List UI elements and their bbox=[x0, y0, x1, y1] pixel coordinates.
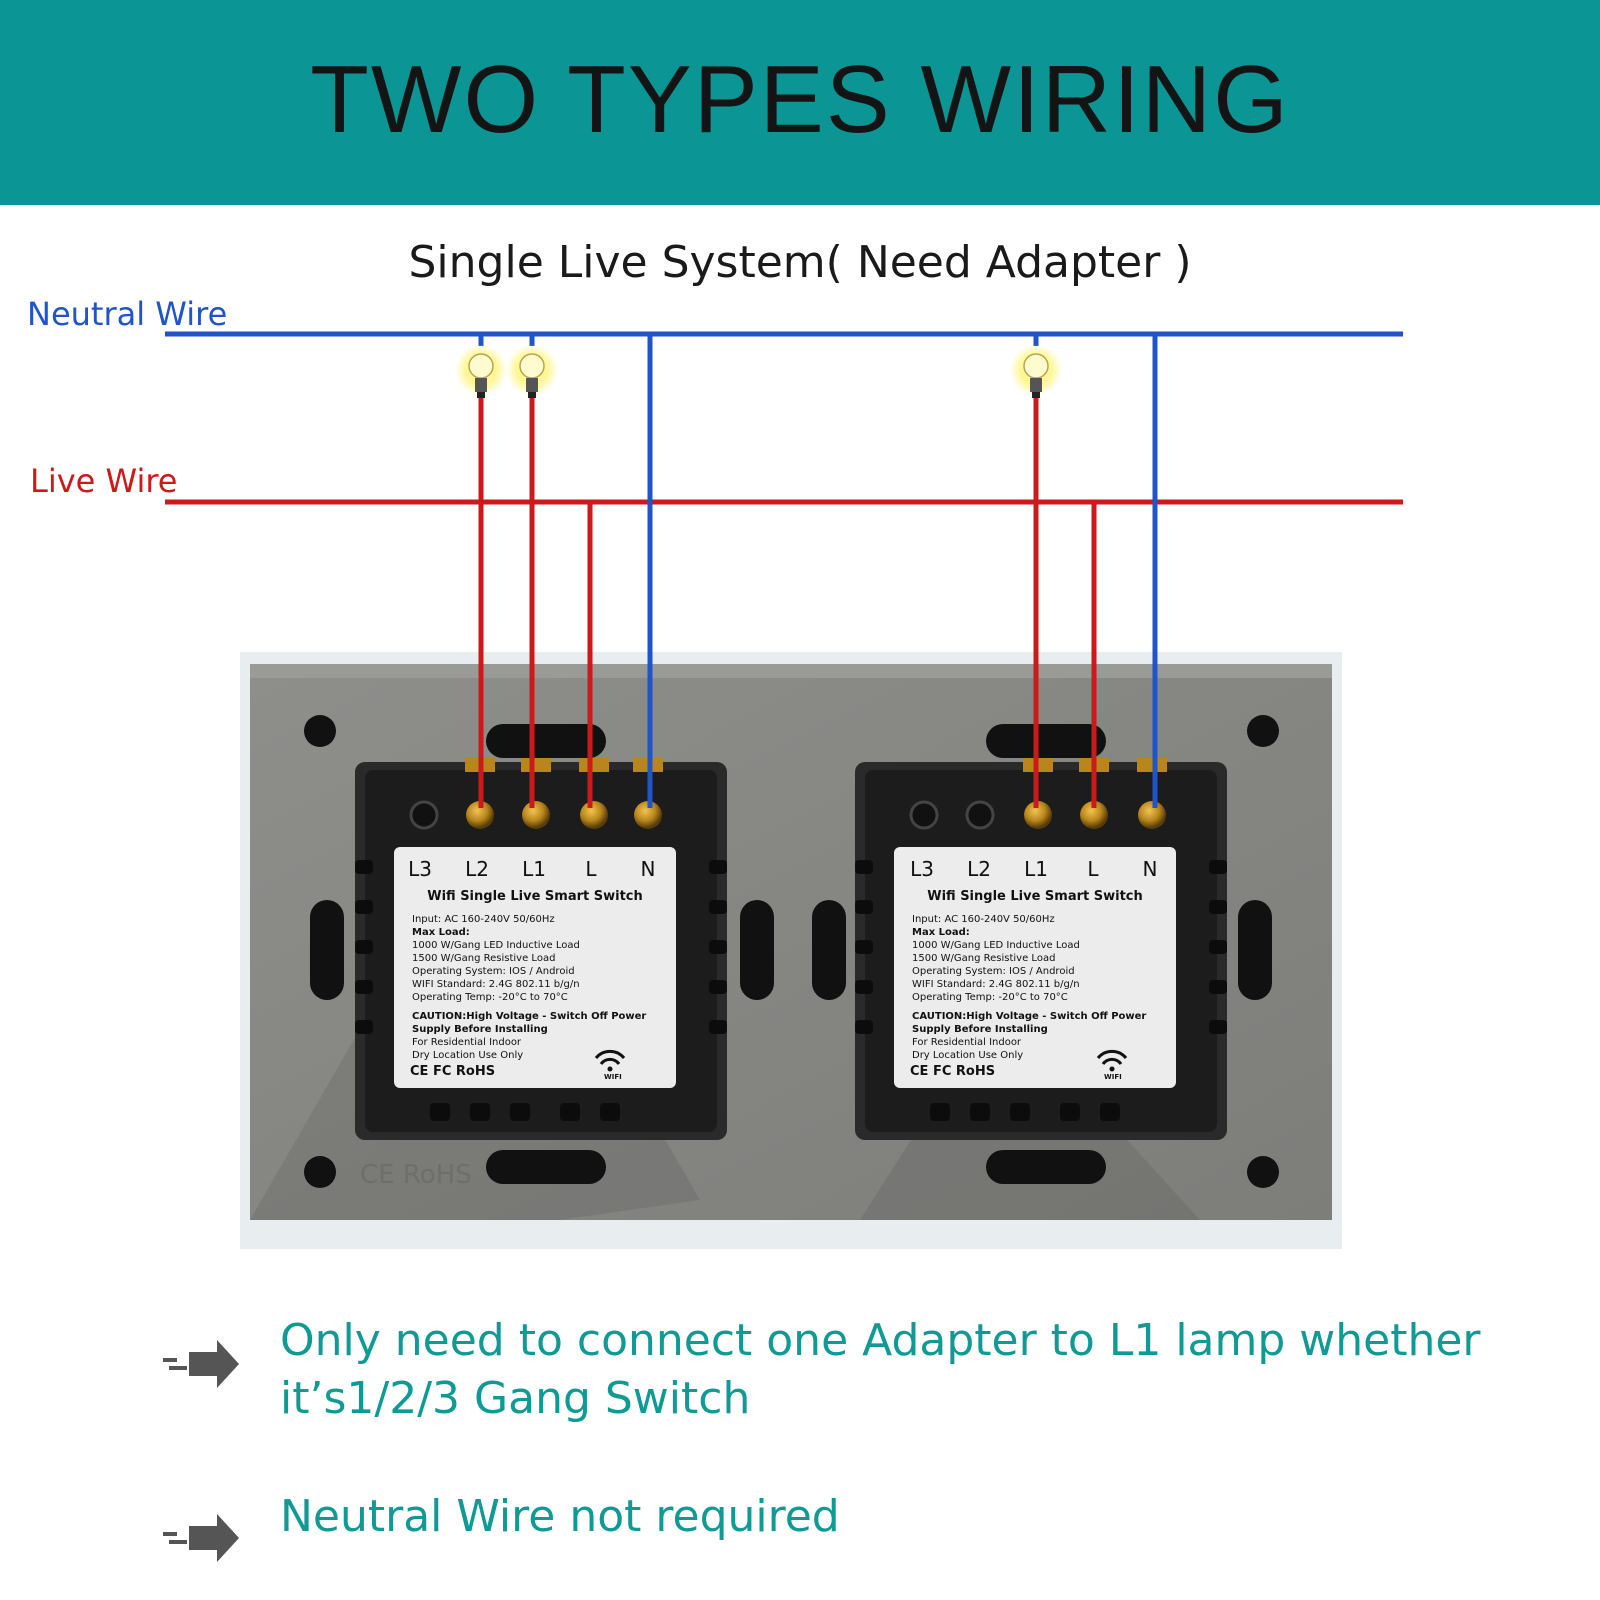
terminal-screw bbox=[580, 801, 608, 829]
terminal-label-l1: L1 bbox=[522, 857, 546, 881]
spec-load-res: 1500 W/Gang Resistive Load bbox=[412, 953, 556, 964]
spec-temp: Operating Temp: -20°C to 70°C bbox=[412, 992, 568, 1003]
spec-load-res: 1500 W/Gang Resistive Load bbox=[912, 953, 1056, 964]
cert-marks: CE FC RoHS bbox=[910, 1064, 996, 1079]
terminal-screw bbox=[1138, 801, 1166, 829]
diagram-subtitle: Single Live System( Need Adapter ) bbox=[408, 237, 1192, 288]
mount-hole bbox=[1247, 715, 1279, 747]
switch-module-right bbox=[855, 758, 1227, 1140]
mount-hole bbox=[304, 1156, 336, 1188]
product-name: Wifi Single Live Smart Switch bbox=[427, 889, 643, 904]
wifi-icon bbox=[1096, 1049, 1128, 1065]
terminal-screw bbox=[466, 801, 494, 829]
mount-hole bbox=[1247, 1156, 1279, 1188]
terminal-screw bbox=[634, 801, 662, 829]
terminal-label-n: N bbox=[1142, 857, 1158, 881]
spec-max-load: Max Load: bbox=[912, 927, 970, 938]
neutral-wire-label: Neutral Wire bbox=[27, 295, 228, 333]
terminal-label-l: L bbox=[1087, 857, 1099, 881]
spec-os: Operating System: IOS / Android bbox=[412, 966, 575, 977]
spec-indoor: For Residential Indoor bbox=[912, 1037, 1022, 1048]
lamp-icon bbox=[1010, 344, 1062, 398]
terminal-label-l1: L1 bbox=[1024, 857, 1048, 881]
spec-dry: Dry Location Use Only bbox=[412, 1050, 524, 1061]
wifi-label: WIFI bbox=[604, 1073, 622, 1081]
terminal-label-l: L bbox=[585, 857, 597, 881]
live-wire-label: Live Wire bbox=[30, 462, 178, 500]
wifi-icon bbox=[594, 1049, 626, 1065]
note-text: Neutral Wire not required bbox=[280, 1491, 840, 1542]
spec-caution: CAUTION:High Voltage - Switch Off Power bbox=[912, 1011, 1147, 1022]
page-title: TWO TYPES WIRING bbox=[310, 45, 1290, 153]
spec-load-led: 1000 W/Gang LED Inductive Load bbox=[912, 940, 1080, 951]
switch-module-left bbox=[355, 758, 727, 1140]
terminal-label-n: N bbox=[640, 857, 656, 881]
spec-caution-2: Supply Before Installing bbox=[412, 1024, 548, 1035]
spec-label-left bbox=[394, 847, 676, 1088]
spec-wifi-standard: WIFI Standard: 2.4G 802.11 b/g/n bbox=[412, 979, 580, 990]
spec-input: Input: AC 160-240V 50/60Hz bbox=[412, 914, 555, 925]
mount-hole bbox=[304, 715, 336, 747]
spec-os: Operating System: IOS / Android bbox=[912, 966, 1075, 977]
spec-wifi-standard: WIFI Standard: 2.4G 802.11 b/g/n bbox=[912, 979, 1080, 990]
spec-load-led: 1000 W/Gang LED Inductive Load bbox=[412, 940, 580, 951]
product-name: Wifi Single Live Smart Switch bbox=[927, 889, 1143, 904]
arrow-icon bbox=[163, 1514, 239, 1562]
terminal-label-l2: L2 bbox=[465, 857, 489, 881]
plate-mark: CE RoHS bbox=[360, 1160, 472, 1190]
spec-card-left: Wifi Single Live Smart Switch Input: AC … bbox=[400, 851, 670, 1084]
terminal-screw bbox=[522, 801, 550, 829]
spec-caution: CAUTION:High Voltage - Switch Off Power bbox=[412, 1011, 647, 1022]
spec-card-right: Wifi Single Live Smart Switch Input: AC … bbox=[900, 851, 1170, 1084]
terminal-label-l3: L3 bbox=[910, 857, 934, 881]
spec-temp: Operating Temp: -20°C to 70°C bbox=[912, 992, 1068, 1003]
wifi-label: WIFI bbox=[1104, 1073, 1122, 1081]
spec-dry: Dry Location Use Only bbox=[912, 1050, 1024, 1061]
spec-max-load: Max Load: bbox=[412, 927, 470, 938]
spec-indoor: For Residential Indoor bbox=[412, 1037, 522, 1048]
terminal-label-l2: L2 bbox=[967, 857, 991, 881]
cert-marks: CE FC RoHS bbox=[410, 1064, 496, 1079]
banner: TWO TYPES WIRING bbox=[0, 0, 1600, 205]
note-text: Only need to connect one Adapter to L1 l… bbox=[280, 1315, 1481, 1424]
lamp-icon bbox=[455, 344, 507, 398]
spec-caution-2: Supply Before Installing bbox=[912, 1024, 1048, 1035]
terminal-screw bbox=[1080, 801, 1108, 829]
spec-label-right bbox=[894, 847, 1176, 1088]
terminal-label-l3: L3 bbox=[408, 857, 432, 881]
spec-input: Input: AC 160-240V 50/60Hz bbox=[912, 914, 1055, 925]
terminal-screw bbox=[1024, 801, 1052, 829]
lamp-icon bbox=[506, 344, 558, 398]
arrow-icon bbox=[163, 1340, 239, 1388]
